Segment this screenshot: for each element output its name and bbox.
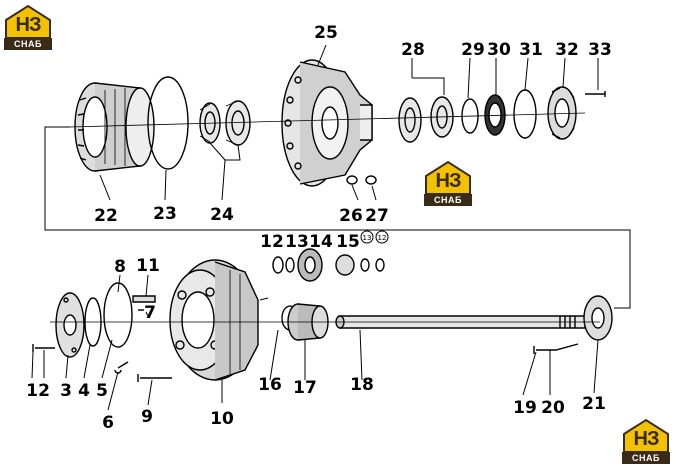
callout-17: 17 xyxy=(293,378,317,398)
callout-19: 19 xyxy=(513,398,537,418)
brand-badge: СНАБ xyxy=(622,452,670,464)
lock-nut-part xyxy=(547,86,577,140)
planet-carrier-part xyxy=(169,259,259,381)
house-shape-icon xyxy=(623,418,669,452)
callout-11: 11 xyxy=(136,256,160,276)
flange-bolt-part xyxy=(533,343,579,354)
small-mark-13: 13 xyxy=(363,234,372,242)
callout-27: 27 xyxy=(365,206,389,226)
small-mark-circle xyxy=(375,230,389,244)
bolt-nut-pair xyxy=(346,175,377,185)
callout-24: 24 xyxy=(210,205,234,225)
callout-14: 14 xyxy=(309,232,333,252)
seal-part xyxy=(484,94,506,136)
callout-6: 6 xyxy=(102,413,114,433)
callout-10: 10 xyxy=(210,409,234,429)
bolt-part xyxy=(32,344,55,352)
brand-mark: НЗ xyxy=(435,170,462,192)
brand-logo-center: НЗ СНАБ xyxy=(424,160,472,206)
callout-30: 30 xyxy=(487,40,511,60)
callout-3: 3 xyxy=(60,381,72,401)
ring-gear-part xyxy=(74,82,155,172)
callout-13: 13 xyxy=(285,232,309,252)
callout-31: 31 xyxy=(519,40,543,60)
callout-9: 9 xyxy=(141,407,153,427)
callout-12: 12 xyxy=(260,232,284,252)
lower-leaders xyxy=(31,274,599,411)
wheel-hub-part xyxy=(281,59,373,187)
callout-1: 1 xyxy=(26,381,38,401)
callout-23: 23 xyxy=(153,204,177,224)
callout-25: 25 xyxy=(314,23,338,43)
callout-33: 33 xyxy=(588,40,612,60)
lower-assembly xyxy=(31,248,613,411)
brand-logo-bottom-right: НЗ СНАБ xyxy=(622,418,670,464)
bolt-long-part xyxy=(137,374,172,382)
callout-26: 26 xyxy=(339,206,363,226)
upper-leaders xyxy=(99,44,599,201)
o-ring-part xyxy=(147,76,189,170)
callout-4: 4 xyxy=(78,381,90,401)
cover-plate-part xyxy=(55,292,85,358)
lock-washer-part xyxy=(513,89,537,139)
drain-plug-part xyxy=(114,361,129,374)
brand-badge: СНАБ xyxy=(424,194,472,206)
callout-29: 29 xyxy=(461,40,485,60)
flange-part xyxy=(583,295,613,341)
pin-part xyxy=(132,295,156,311)
screw-part xyxy=(585,91,606,97)
brand-mark: НЗ xyxy=(633,428,660,450)
callout-22: 22 xyxy=(94,206,118,226)
callout-7: 7 xyxy=(144,303,156,323)
callout-18: 18 xyxy=(350,375,374,395)
brand-mark: НЗ xyxy=(15,14,42,36)
brand-logo-top-left: НЗ СНАБ xyxy=(4,4,52,50)
callout-5: 5 xyxy=(96,381,108,401)
callout-28: 28 xyxy=(401,40,425,60)
outer-bearing-pair xyxy=(398,96,454,143)
thrust-washer-part xyxy=(103,282,133,348)
callout-20: 20 xyxy=(541,398,565,418)
callout-16: 16 xyxy=(258,375,282,395)
upper-assembly xyxy=(44,44,631,309)
small-mark-12: 12 xyxy=(378,234,387,242)
callout-21: 21 xyxy=(582,394,606,414)
upper-center-line xyxy=(69,112,586,128)
connector-line xyxy=(44,126,631,309)
brand-badge: СНАБ xyxy=(4,38,52,50)
house-shape-icon xyxy=(425,160,471,194)
callout-2: 2 xyxy=(38,381,50,401)
planet-gear-set xyxy=(272,248,385,282)
callout-15: 15 xyxy=(336,232,360,252)
callout-32: 32 xyxy=(555,40,579,60)
small-mark-circle xyxy=(360,230,374,244)
house-shape-icon xyxy=(5,4,51,38)
callout-8: 8 xyxy=(114,257,126,277)
